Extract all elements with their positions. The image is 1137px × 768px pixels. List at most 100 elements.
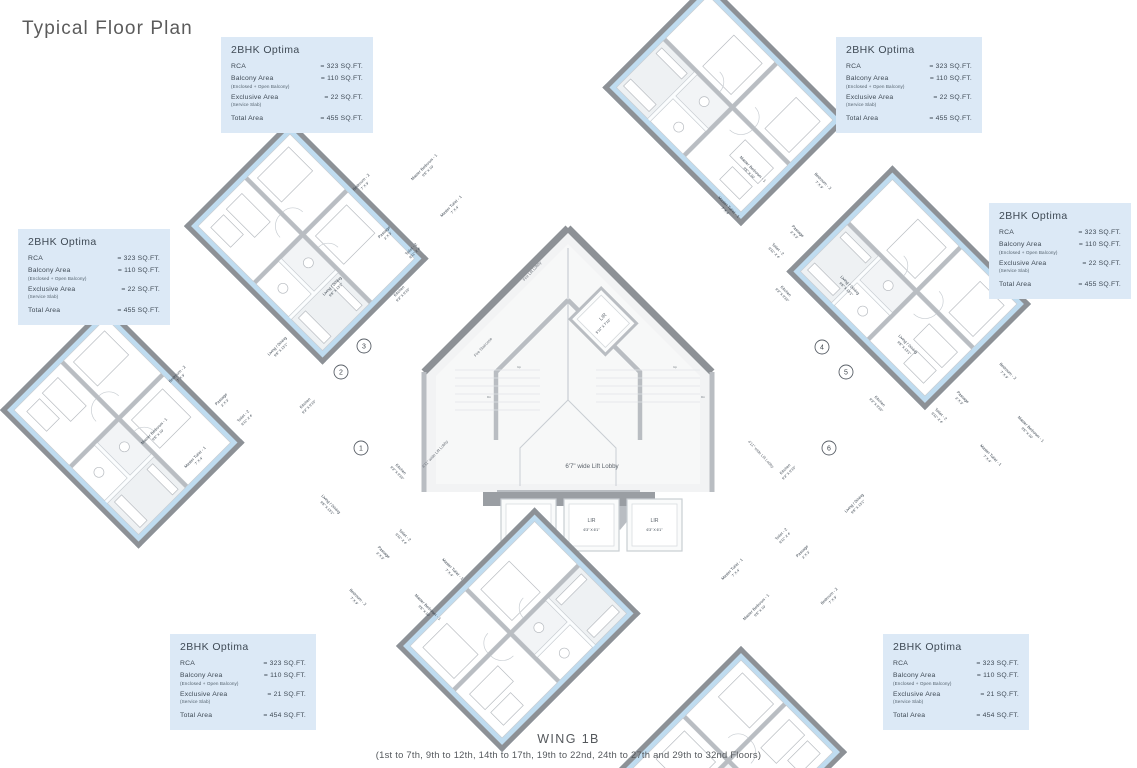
- marker-number: 1: [359, 446, 363, 453]
- unit-marker-2: 2: [333, 364, 349, 380]
- marker-number: 3: [362, 344, 366, 351]
- spec-row-value: = 323 SQ.FT.: [1078, 229, 1121, 236]
- unit-marker-6: 6: [821, 440, 837, 456]
- spec-row: Total Area = 454 SQ.FT.: [893, 712, 1019, 720]
- spec-row-label: Balcony Area(Enclosed + Open Balcony): [180, 672, 239, 686]
- lift-lobby-label: 6'7" wide Lift Lobby: [565, 463, 619, 470]
- marker-number: 4: [820, 345, 824, 352]
- spec-row-value: = 454 SQ.FT.: [976, 712, 1019, 720]
- unit-1-room-master-toilet-1: Master Toilet - 17' X 4': [439, 194, 463, 218]
- spec-row-sublabel: (Enclosed + Open Balcony): [846, 83, 905, 89]
- spec-row-value: = 22 SQ.FT.: [933, 93, 972, 101]
- spec-row: Balcony Area(Enclosed + Open Balcony) = 1…: [893, 672, 1019, 686]
- spec-row-value: = 455 SQ.FT.: [1078, 281, 1121, 289]
- spec-row-sublabel: (Service Slab): [846, 102, 877, 108]
- spec-row: RCA = 323 SQ.FT.: [28, 255, 160, 263]
- central-core: LIR 5'11" X 7'10" Fire Lift Lobby Fire S…: [421, 225, 775, 552]
- spec-row: Exclusive Area(Service Slab)= 22 SQ.FT.: [231, 94, 363, 108]
- spec-row: Exclusive Area(Service Slab)= 22 SQ.FT.: [846, 94, 972, 108]
- spec-row: Exclusive Area(Service Slab)= 21 SQ.FT.: [893, 691, 1019, 705]
- spec-title: 2BHK Optima: [28, 236, 97, 248]
- spec-title: 2BHK Optima: [180, 641, 249, 653]
- marker-number: 5: [844, 370, 848, 377]
- room-dimension: 7' X 4': [720, 206, 730, 216]
- unit-marker-1: 1: [353, 440, 369, 456]
- marker-circle: [353, 440, 369, 456]
- spec-row: Balcony Area(Enclosed + Open Balcony)= 1…: [180, 672, 306, 686]
- unit-3-room-master-toilet-1: Master Toilet - 17' X 4': [441, 557, 465, 581]
- room-name: Master Toilet - 1: [979, 443, 1003, 467]
- spec-row-value: = 454 SQ.FT.: [263, 712, 306, 720]
- spec-title: 2BHK Optima: [231, 44, 300, 56]
- spec-row-label: Total Area: [999, 281, 1032, 289]
- spec-row-value: = 455 SQ.FT.: [320, 115, 363, 123]
- unit-3-room-bedroom-2: Bedroom - 27' X 9': [349, 587, 368, 606]
- footer: WING 1B (1st to 7th, 9th to 12th, 14th t…: [0, 732, 1137, 760]
- room-dimension: 3' X 3': [954, 396, 964, 406]
- spec-row-label: RCA: [846, 63, 861, 70]
- marker-number: 2: [339, 370, 343, 377]
- room-dimension: 3' X 3': [383, 231, 393, 241]
- unit-marker-3: 3: [356, 338, 372, 354]
- spec-row-sublabel: (Service Slab): [28, 294, 59, 300]
- spec-row-value: = 323 SQ.FT.: [929, 63, 972, 70]
- spec-row-value: = 110 SQ.FT.: [976, 672, 1019, 680]
- room-dimension: 7' X 9': [360, 181, 370, 191]
- spec-row-sublabel: (Enclosed + Open Balcony): [180, 680, 239, 686]
- spec-row-label: Total Area: [846, 115, 879, 123]
- spec-row-value: = 323 SQ.FT.: [976, 660, 1019, 667]
- spec-row-label: Balcony Area(Enclosed + Open Balcony): [893, 672, 952, 686]
- spec-row: Balcony Area(Enclosed + Open Balcony)= 1…: [231, 75, 363, 89]
- spec-row-value: = 323 SQ.FT.: [117, 255, 160, 262]
- spec-row-label: Exclusive Area(Service Slab): [180, 690, 228, 705]
- unit-marker-5: 5: [838, 364, 854, 380]
- spec-row: Balcony Area(Enclosed + Open Balcony)= 1…: [846, 75, 972, 89]
- room-dimension: 7' X 4': [982, 454, 992, 464]
- spec-row-value: = 110 SQ.FT.: [1078, 241, 1121, 249]
- spec-row-value: = 22 SQ.FT.: [121, 285, 160, 293]
- spec-row: RCA= 323 SQ.FT.: [180, 660, 306, 668]
- unit-2-room-toilet-2: Toilet - 26'11" X 4': [236, 409, 254, 427]
- staircase-treads: [455, 369, 700, 411]
- room-dimension: 7' X 9': [814, 180, 824, 190]
- marker-circle: [814, 339, 830, 355]
- spec-row-label: Balcony Area(Enclosed + Open Balcony): [846, 75, 905, 89]
- spec-row-value: = 323 SQ.FT.: [263, 660, 306, 667]
- spec-row: Total Area= 455 SQ.FT.: [28, 307, 160, 315]
- room-dimension: 7' X 9': [349, 596, 359, 606]
- unit-3-room-toilet-2: Toilet - 26'11" X 4': [395, 528, 413, 546]
- room-dimension: 3' X 3': [801, 550, 811, 560]
- spec-row-label: RCA: [893, 660, 908, 667]
- lift-3-dimension: 6'3" X 6'1": [647, 528, 664, 532]
- spec-row: Total Area = 455 SQ.FT.: [999, 281, 1121, 289]
- unit-marker-layer: 1 2 3 4 5 6: [333, 338, 854, 456]
- spec-row: Total Area= 454 SQ.FT.: [180, 712, 306, 720]
- spec-row-label: Total Area: [893, 712, 926, 720]
- spec-row-value: = 21 SQ.FT.: [267, 690, 306, 698]
- spec-title: 2BHK Optima: [893, 641, 962, 653]
- stair-down-label-right: Dn: [701, 395, 705, 399]
- spec-row-label: Exclusive Area(Service Slab): [893, 690, 941, 705]
- fire-lift-name: LIR: [598, 312, 608, 322]
- marker-number: 6: [827, 446, 831, 453]
- unit-6-room-master-bedroom-1: Master Bedroom - 19'6" X 10': [742, 593, 770, 621]
- spec-row-value: = 323 SQ.FT.: [320, 63, 363, 70]
- spec-row: Exclusive Area(Service Slab)= 22 SQ.FT.: [999, 260, 1121, 274]
- spec-row-label: RCA: [28, 255, 43, 262]
- room-dimension: 7' X 4': [450, 205, 460, 215]
- room-name: Master Toilet - 1: [720, 557, 744, 581]
- spec-row-label: Balcony Area(Enclosed + Open Balcony): [999, 241, 1058, 255]
- room-dimension: 7' X 4': [444, 568, 454, 578]
- spec-row-value: = 22 SQ.FT.: [324, 93, 363, 101]
- spec-row: RCA = 323 SQ.FT.: [893, 660, 1019, 668]
- spec-row-label: Balcony Area(Enclosed + Open Balcony): [28, 267, 87, 281]
